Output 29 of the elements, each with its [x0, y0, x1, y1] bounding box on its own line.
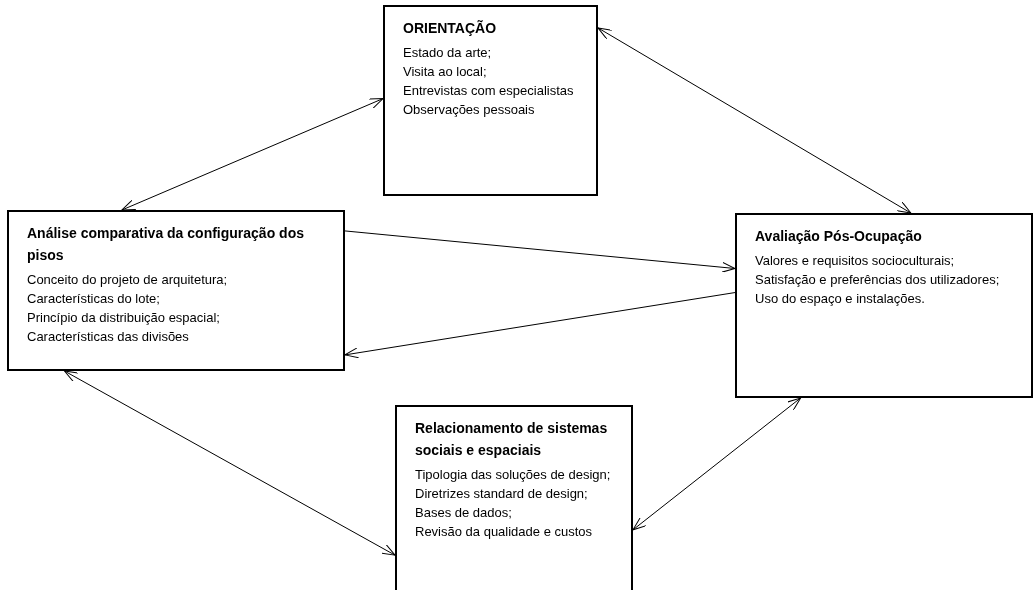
- box-text: Satisfação e preferências dos utilizadores;: [755, 271, 1001, 289]
- arrow: [632, 397, 802, 531]
- box-text: Estado da arte;: [403, 44, 493, 62]
- box-text: Uso do espaço e instalações.: [755, 290, 926, 308]
- box-text: Tipologia das soluções de design;: [415, 466, 612, 484]
- text-box: [395, 405, 633, 590]
- box-text: Diretrizes standard de design;: [415, 485, 589, 503]
- box-text: Observações pessoais: [403, 101, 536, 119]
- text-box: [7, 210, 345, 371]
- arrow: [344, 292, 736, 359]
- text-box: [735, 213, 1033, 398]
- box-heading: Análise comparativa da configuração dos pisos: [27, 224, 305, 265]
- box-text: Características das divisões: [27, 328, 190, 346]
- box-text: Bases de dados;: [415, 504, 513, 522]
- box-text: Características do lote;: [27, 290, 161, 308]
- arrow: [121, 98, 384, 211]
- box-heading: Avaliação Pós-Ocupação: [755, 227, 923, 246]
- box-text: Entrevistas com especialistas: [403, 82, 575, 100]
- box-text: Visita ao local;: [403, 63, 488, 81]
- arrow: [344, 230, 736, 273]
- box-text: Revisão da qualidade e custos: [415, 523, 594, 541]
- box-text: Valores e requisitos socioculturais;: [755, 252, 956, 270]
- box-heading: Relacionamento de sistemas sociais e espaciais: [415, 419, 609, 460]
- box-text: Princípio da distribuição espacial;: [27, 309, 221, 327]
- arrow: [63, 370, 396, 556]
- arrow: [597, 27, 912, 214]
- text-box: [383, 5, 598, 196]
- box-text: Conceito do projeto de arquitetura;: [27, 271, 229, 289]
- box-heading: ORIENTAÇÃO: [403, 19, 498, 38]
